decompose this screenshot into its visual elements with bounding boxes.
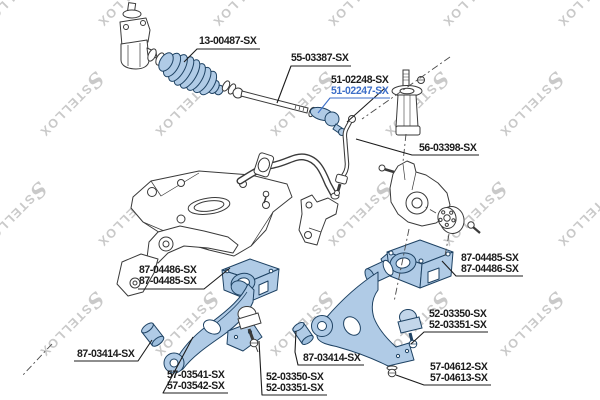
part-number-label[interactable]: 51-02248-SX bbox=[331, 74, 389, 86]
part-number-label[interactable]: 87-04486-SX bbox=[461, 263, 519, 275]
subframe-drawing bbox=[116, 170, 293, 297]
leader-87-04486-right bbox=[441, 260, 523, 277]
part-number-label[interactable]: 56-03398-SX bbox=[419, 142, 477, 154]
leader-56-03398 bbox=[355, 138, 479, 156]
part-number-label[interactable]: 13-00487-SX bbox=[199, 35, 257, 47]
tie-rod-end-drawing bbox=[309, 106, 348, 141]
stabilizer-bar-drawing bbox=[236, 152, 340, 204]
leader-51-02247-active bbox=[317, 97, 390, 114]
part-number-label[interactable]: 87-04485-SX bbox=[461, 252, 519, 264]
leader-55-03387 bbox=[276, 65, 351, 104]
part-number-label[interactable]: 87-04486-SX bbox=[139, 264, 197, 276]
arm-bushing-left-drawing bbox=[141, 322, 165, 347]
leader-57-03541 bbox=[162, 336, 228, 394]
part-number-label[interactable]: 52-03351-SX bbox=[266, 382, 324, 394]
part-number-label[interactable]: 57-04612-SX bbox=[430, 361, 488, 373]
part-number-label[interactable]: 55-03387-SX bbox=[291, 52, 349, 64]
ball-joint-left-drawing bbox=[237, 306, 262, 353]
leader-52-03350-left bbox=[258, 340, 327, 396]
part-number-label[interactable]: 57-03541-SX bbox=[167, 369, 225, 381]
axial-joint-drawing bbox=[221, 80, 316, 118]
arm-bushing-right-drawing bbox=[292, 321, 314, 345]
control-arm-left-drawing bbox=[163, 280, 263, 374]
assembly-axis-lines bbox=[21, 56, 451, 377]
sway-bar-clamp bbox=[253, 152, 275, 178]
part-number-label[interactable]: 87-03414-SX bbox=[303, 352, 361, 364]
leader-52-03350-right bbox=[410, 331, 488, 345]
part-number-label[interactable]: 52-03350-SX bbox=[429, 308, 487, 320]
leader-lines bbox=[74, 48, 523, 396]
leader-87-03414-left bbox=[74, 339, 153, 362]
part-number-label[interactable]: 57-03542-SX bbox=[167, 380, 225, 392]
part-number-label[interactable]: 87-04485-SX bbox=[139, 275, 197, 287]
mount-bracket-drawing bbox=[298, 194, 339, 246]
leader-87-03414-right bbox=[294, 330, 364, 366]
part-number-label-active[interactable]: 51-02247-SX bbox=[331, 85, 389, 97]
wheel-hub-drawing bbox=[437, 206, 481, 234]
leader-51-02248 bbox=[346, 87, 386, 123]
part-number-label[interactable]: 52-03350-SX bbox=[266, 371, 324, 383]
control-arm-bushing-housing-right-drawing bbox=[380, 239, 454, 289]
part-number-label[interactable]: 87-03414-SX bbox=[77, 348, 135, 360]
ball-joint-right-drawing bbox=[397, 309, 423, 349]
leader-87-04485-left bbox=[138, 267, 231, 290]
part-number-label[interactable]: 57-04613-SX bbox=[430, 372, 488, 384]
leader-57-04612 bbox=[395, 374, 491, 386]
leader-13-00487 bbox=[183, 48, 260, 63]
shock-strut-drawing bbox=[391, 69, 425, 136]
control-arm-right-drawing bbox=[311, 271, 415, 378]
part-number-label[interactable]: 52-03351-SX bbox=[429, 319, 487, 331]
arm-rear-bushing-right-drawing bbox=[364, 259, 394, 285]
stabilizer-link-drawing bbox=[334, 115, 356, 196]
steering-rack-boot-drawing bbox=[158, 52, 224, 96]
